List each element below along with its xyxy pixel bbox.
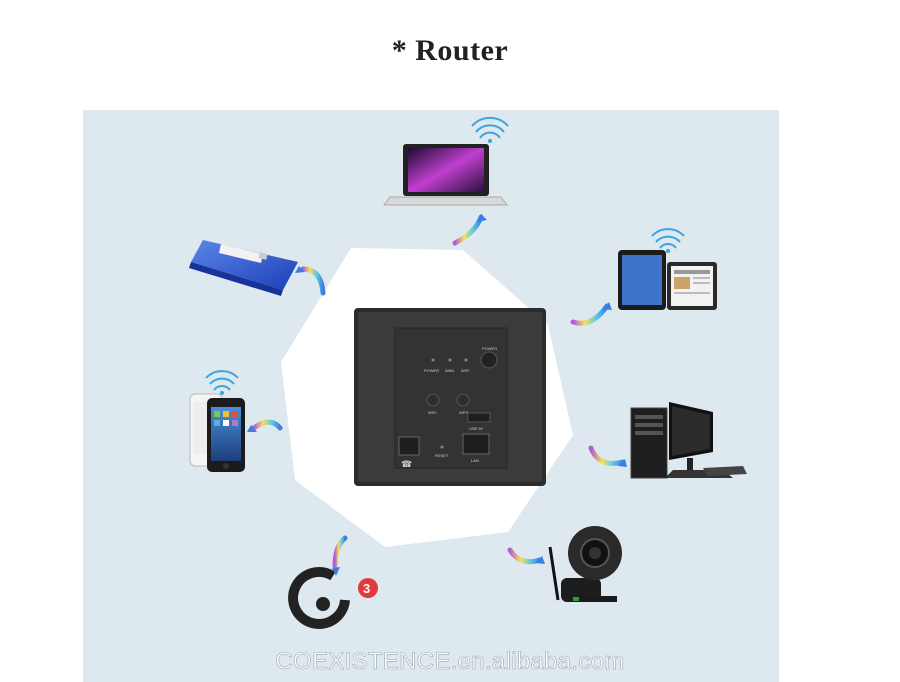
router-reset-label: RESET	[435, 453, 449, 458]
router-button-wifi-label: WIFI	[428, 410, 436, 415]
mobile-phone-device	[189, 393, 245, 472]
arrow-camera	[507, 547, 543, 565]
router-indicator-wifi: WIFI	[461, 368, 469, 373]
router-indicator-wan: WAN	[445, 368, 454, 373]
ip-camera-device	[548, 526, 622, 602]
wifi-icon	[651, 228, 685, 253]
tablets-device	[618, 250, 717, 310]
router-indicator-power: POWER	[424, 368, 439, 373]
desktop-computer-device	[630, 402, 747, 479]
router-button-wps-label: WPS	[459, 410, 468, 415]
phone-jack-icon: ☎	[401, 459, 412, 469]
router-device: POWER POWER WAN WIFI WIFI WPS USB 5V ☎	[354, 308, 546, 486]
laptop-device	[383, 144, 508, 206]
connector-arrows	[251, 214, 626, 569]
page-title: * Router	[391, 34, 509, 67]
wifi-icon	[471, 116, 509, 143]
router-usb-label: USB 5V	[469, 426, 484, 431]
arrow-phone	[251, 419, 283, 431]
router-power-label: POWER	[482, 346, 497, 351]
arrow-laptop	[452, 214, 484, 246]
router-lan-label: LAN	[471, 458, 479, 463]
arrow-tablets	[570, 303, 610, 326]
diagram-panel: POWER POWER WAN WIFI WIFI WPS USB 5V ☎	[83, 110, 779, 682]
wifi-icon	[205, 370, 239, 395]
connector-arrowheads	[247, 214, 627, 576]
usb-modem-device	[189, 240, 298, 296]
watermark: COEXISTENCE.en.alibaba.com	[275, 648, 625, 676]
arrow-desktop	[588, 445, 626, 466]
3g-logo: 3	[288, 567, 378, 629]
arrow-modem	[300, 266, 326, 296]
3g-logo-number: 3	[363, 581, 370, 596]
arrow-3g	[332, 535, 348, 569]
diagram-canvas: POWER POWER WAN WIFI WIFI WPS USB 5V ☎	[189, 116, 747, 629]
